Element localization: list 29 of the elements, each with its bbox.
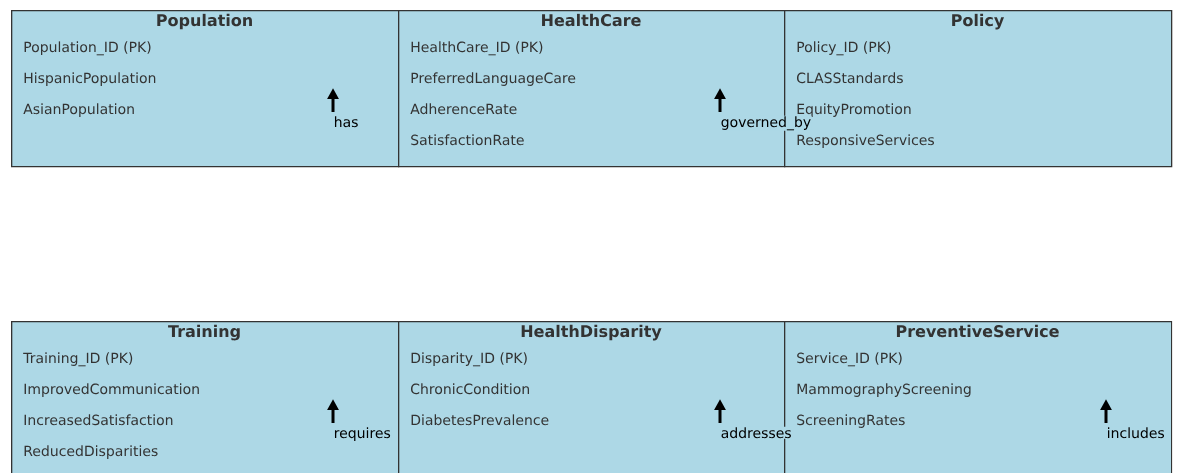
entity-title: Training bbox=[168, 324, 240, 341]
entity-box bbox=[11, 321, 400, 473]
attribute-text: IncreasedSatisfaction bbox=[24, 414, 173, 426]
entity-box bbox=[11, 10, 400, 168]
attribute-text: ChronicCondition bbox=[411, 383, 529, 395]
attribute-text: HispanicPopulation bbox=[24, 72, 156, 86]
attribute-text: CLASStandards bbox=[797, 72, 903, 84]
attribute-text: HealthCare_ID (PK) bbox=[411, 41, 543, 56]
attribute-text: PreferredLanguageCare bbox=[411, 72, 576, 86]
attribute-text: EquityPromotion bbox=[797, 103, 911, 117]
attribute-text: AdherenceRate bbox=[410, 103, 517, 115]
attribute-text: Policy_ID (PK) bbox=[797, 41, 891, 56]
attribute-text: ImprovedCommunication bbox=[24, 383, 199, 397]
attribute-text: Service_ID (PK) bbox=[797, 352, 902, 367]
attribute-text: MammographyScreening bbox=[797, 383, 971, 397]
entity-title: Policy bbox=[952, 13, 1004, 30]
entity-title: PreventiveService bbox=[896, 324, 1059, 338]
attribute-text: AsianPopulation bbox=[23, 103, 134, 117]
attribute-text: SatisfactionRate bbox=[411, 134, 524, 146]
attribute-text: DiabetesPrevalence bbox=[411, 414, 549, 426]
attribute-text: Training_ID (PK) bbox=[23, 352, 133, 367]
entity-title: HealthDisparity bbox=[521, 324, 662, 341]
entity-title: HealthCare bbox=[542, 13, 641, 27]
entity-title: Population bbox=[157, 13, 252, 30]
attribute-text: ScreeningRates bbox=[797, 414, 905, 428]
attribute-text: Disparity_ID (PK) bbox=[411, 352, 527, 367]
attribute-text: ResponsiveServices bbox=[797, 134, 934, 148]
attribute-text: Population_ID (PK) bbox=[24, 41, 151, 56]
attribute-text: ReducedDisparities bbox=[24, 445, 158, 459]
